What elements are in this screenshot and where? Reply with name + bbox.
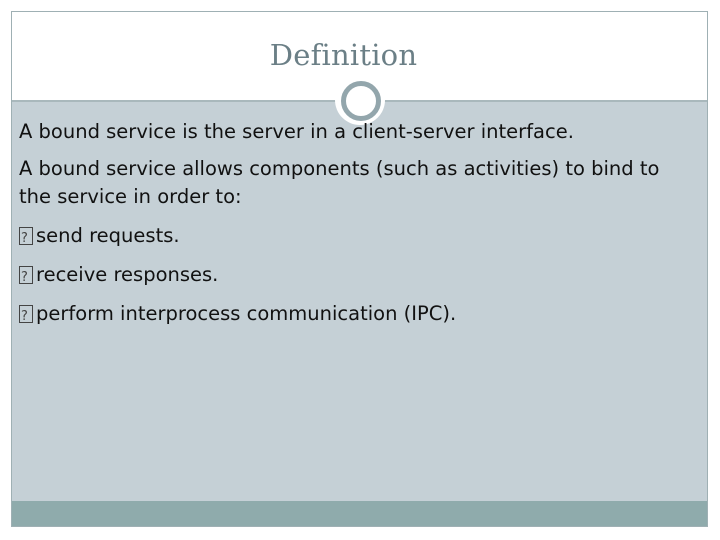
circle-ornament-icon — [341, 81, 381, 121]
bullet-text: receive responses. — [36, 263, 219, 286]
paragraph-1: A bound service is the server in a clien… — [19, 120, 574, 143]
body-text: A bound service is the server in a clien… — [19, 118, 689, 331]
slide: Definition — [11, 11, 708, 527]
bullet-item: perform interprocess communication (IPC)… — [19, 300, 689, 331]
bullet-placeholder-icon — [19, 225, 33, 253]
bullet-item: send requests. — [19, 222, 689, 253]
bullet-text: send requests. — [36, 224, 180, 247]
slide-title: Definition — [12, 38, 707, 72]
bullet-placeholder-icon — [19, 303, 33, 331]
slide-title-text: Definition — [269, 38, 418, 72]
bottom-bar — [12, 501, 707, 526]
paragraph-2: A bound service allows components (such … — [19, 157, 660, 208]
content-area — [12, 102, 707, 503]
bullet-text: perform interprocess communication (IPC)… — [36, 302, 457, 325]
bullet-item: receive responses. — [19, 261, 689, 292]
bullet-placeholder-icon — [19, 264, 33, 292]
